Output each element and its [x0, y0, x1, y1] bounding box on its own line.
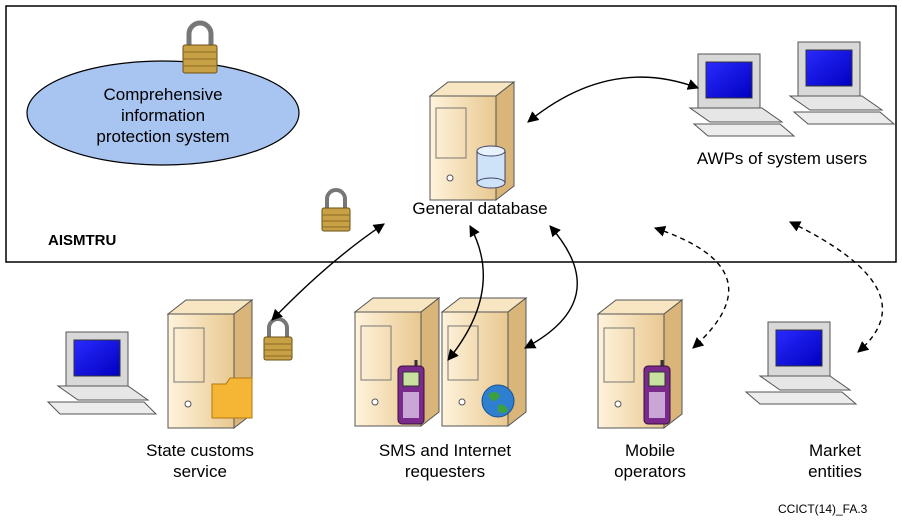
- sms-label: SMS and Internet requesters: [378, 441, 512, 481]
- mobile-phone-icon: [397, 360, 425, 425]
- padlock-icon: [263, 317, 293, 361]
- database-label: General database: [412, 199, 548, 218]
- system-label: AISMTRU: [48, 232, 117, 249]
- arrow-customs-database: [271, 223, 385, 321]
- globe-icon: [481, 384, 515, 418]
- folder-icon: [211, 377, 253, 419]
- market-label: Market entities: [808, 441, 862, 481]
- workstation-icon: [788, 41, 896, 125]
- padlock-icon: [321, 188, 351, 232]
- workstation-icon: [744, 321, 858, 405]
- arrow-database-awp: [527, 76, 700, 123]
- arrow-mobile-operators: [653, 225, 730, 349]
- workstation-icon: [46, 331, 158, 415]
- mobile-phone-icon: [643, 360, 671, 425]
- arrow-internet-database: [524, 225, 578, 349]
- awp-label: AWPs of system users: [696, 149, 868, 168]
- workstation-icon: [688, 53, 796, 137]
- customs-label: State customs service: [146, 441, 254, 481]
- database-icon: [476, 145, 506, 189]
- padlock-icon: [182, 20, 218, 74]
- arrow-sms-database: [447, 225, 485, 361]
- server-icon: [353, 296, 441, 428]
- arrow-market-entities: [788, 221, 884, 353]
- protection-system-label: Comprehensive information protection sys…: [96, 85, 230, 146]
- protection-system-ellipse: [26, 60, 300, 166]
- figure-reference: CCICT(14)_FA.3: [778, 502, 868, 516]
- mobile-label: Mobile operators: [614, 441, 686, 481]
